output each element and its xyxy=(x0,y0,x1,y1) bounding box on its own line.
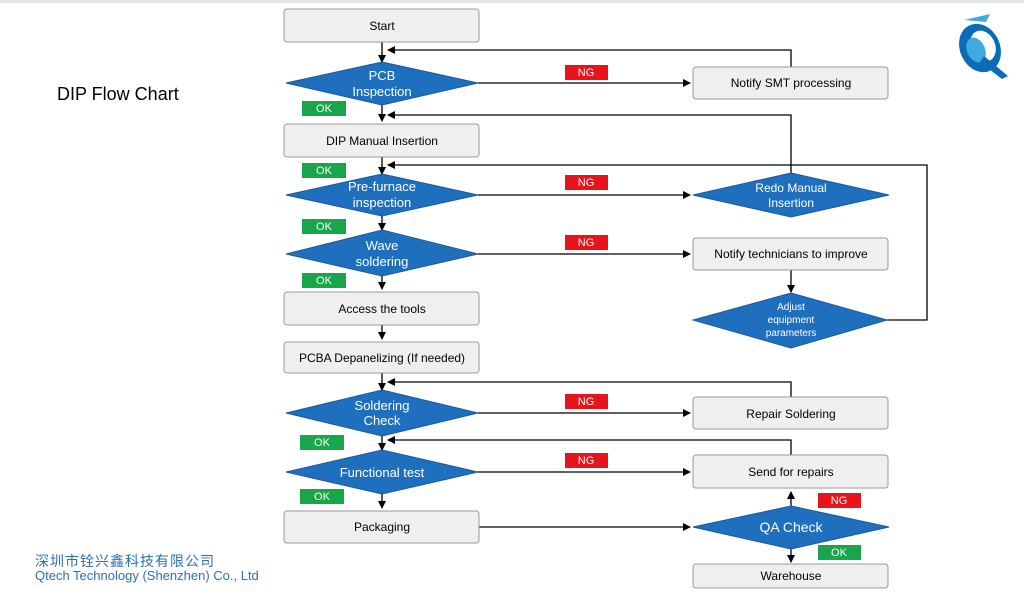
node-pcba-depanelizing: PCBA Depanelizing (If needed) xyxy=(283,341,480,374)
node-repair-label: Repair Soldering xyxy=(746,407,835,421)
functional-test-label: Functional test xyxy=(340,465,425,480)
badge-ng-qa: NG xyxy=(818,493,861,508)
node-packaging: Packaging xyxy=(283,510,480,544)
qa-check-label: QA Check xyxy=(759,519,823,535)
svg-text:OK: OK xyxy=(831,547,848,559)
node-start: Start xyxy=(283,8,480,43)
decision-pcb-inspection: PCB Inspection xyxy=(285,61,479,106)
decision-redo-manual: Redo Manual Insertion xyxy=(692,172,890,218)
adjust-line1: Adjust xyxy=(777,302,805,313)
decision-pre-furnace: Pre-furnace inspection xyxy=(285,173,479,217)
arrow-adjust-loop xyxy=(387,161,928,321)
pre-furnace-line1: Pre-furnace xyxy=(348,179,416,194)
arrow-redo-loop xyxy=(387,111,792,173)
node-send-repairs: Send for repairs xyxy=(692,454,889,489)
node-notify-technicians: Notify technicians to improve xyxy=(692,237,889,271)
decision-qa-check: QA Check xyxy=(692,505,890,550)
pcb-inspection-line2: Inspection xyxy=(352,84,411,99)
node-dip-label: DIP Manual Insertion xyxy=(326,134,438,148)
connectors xyxy=(378,42,928,563)
svg-text:NG: NG xyxy=(578,177,595,189)
badge-ok-wave: OK xyxy=(302,273,346,288)
arrow-send-loop xyxy=(387,436,792,455)
adjust-line3: parameters xyxy=(766,328,817,339)
node-repair-soldering: Repair Soldering xyxy=(692,396,889,430)
pre-furnace-line2: inspection xyxy=(353,195,412,210)
svg-text:NG: NG xyxy=(578,67,595,79)
company-name-chinese: 深圳市铨兴鑫科技有限公司 xyxy=(35,554,215,570)
node-notify-smt-label: Notify SMT processing xyxy=(731,76,852,90)
badge-ng-wave: NG xyxy=(565,235,608,250)
node-packaging-label: Packaging xyxy=(354,520,410,534)
qtech-logo-icon xyxy=(959,14,1008,79)
soldering-check-line1: Soldering xyxy=(355,398,410,413)
node-warehouse: Warehouse xyxy=(692,563,889,589)
arrow-notify-smt-loop xyxy=(387,46,792,67)
svg-text:OK: OK xyxy=(314,437,331,449)
decision-adjust-equipment: Adjust equipment parameters xyxy=(691,292,889,349)
top-border xyxy=(0,0,1024,3)
svg-text:OK: OK xyxy=(316,221,333,233)
wave-soldering-line1: Wave xyxy=(366,238,399,253)
pcb-inspection-line1: PCB xyxy=(369,68,396,83)
decision-wave-soldering: Wave soldering xyxy=(285,229,479,277)
redo-manual-line2: Insertion xyxy=(768,196,814,210)
svg-text:OK: OK xyxy=(316,165,333,177)
svg-text:NG: NG xyxy=(578,396,595,408)
node-access-tools: Access the tools xyxy=(283,291,480,326)
wave-soldering-line2: soldering xyxy=(356,254,409,269)
svg-text:OK: OK xyxy=(316,103,333,115)
adjust-line2: equipment xyxy=(768,315,815,326)
svg-text:OK: OK xyxy=(314,491,331,503)
redo-manual-line1: Redo Manual xyxy=(755,181,826,195)
badge-ng-prefurnace: NG xyxy=(565,175,608,190)
decision-functional-test: Functional test xyxy=(285,449,479,495)
svg-text:NG: NG xyxy=(578,455,595,467)
page-title: DIP Flow Chart xyxy=(57,84,179,104)
node-start-label: Start xyxy=(369,19,395,33)
badge-ok-prefurnace: OK xyxy=(302,219,346,234)
company-name-english: Qtech Technology (Shenzhen) Co., Ltd xyxy=(35,568,259,583)
svg-text:NG: NG xyxy=(578,237,595,249)
decision-soldering-check: Soldering Check xyxy=(285,389,479,437)
badge-ok-dip: OK xyxy=(302,163,346,178)
badge-ng-soldering: NG xyxy=(565,394,608,409)
node-notify-tech-label: Notify technicians to improve xyxy=(714,247,868,261)
svg-text:NG: NG xyxy=(831,495,848,507)
arrow-repair-loop xyxy=(387,378,792,397)
badge-ok-functional: OK xyxy=(300,489,344,504)
node-access-label: Access the tools xyxy=(338,302,425,316)
node-send-label: Send for repairs xyxy=(748,465,833,479)
badge-ng-functional: NG xyxy=(565,453,608,468)
node-notify-smt: Notify SMT processing xyxy=(692,66,889,100)
badge-ok-soldering: OK xyxy=(300,435,344,450)
node-dip-manual-insertion: DIP Manual Insertion xyxy=(283,123,480,158)
svg-text:OK: OK xyxy=(316,275,333,287)
badge-ok-qa: OK xyxy=(818,545,861,560)
node-warehouse-label: Warehouse xyxy=(761,569,822,583)
node-pcba-label: PCBA Depanelizing (If needed) xyxy=(299,351,465,365)
soldering-check-line2: Check xyxy=(364,413,401,428)
badge-ok-pcb: OK xyxy=(302,101,346,116)
badge-ng-pcb: NG xyxy=(565,65,608,80)
